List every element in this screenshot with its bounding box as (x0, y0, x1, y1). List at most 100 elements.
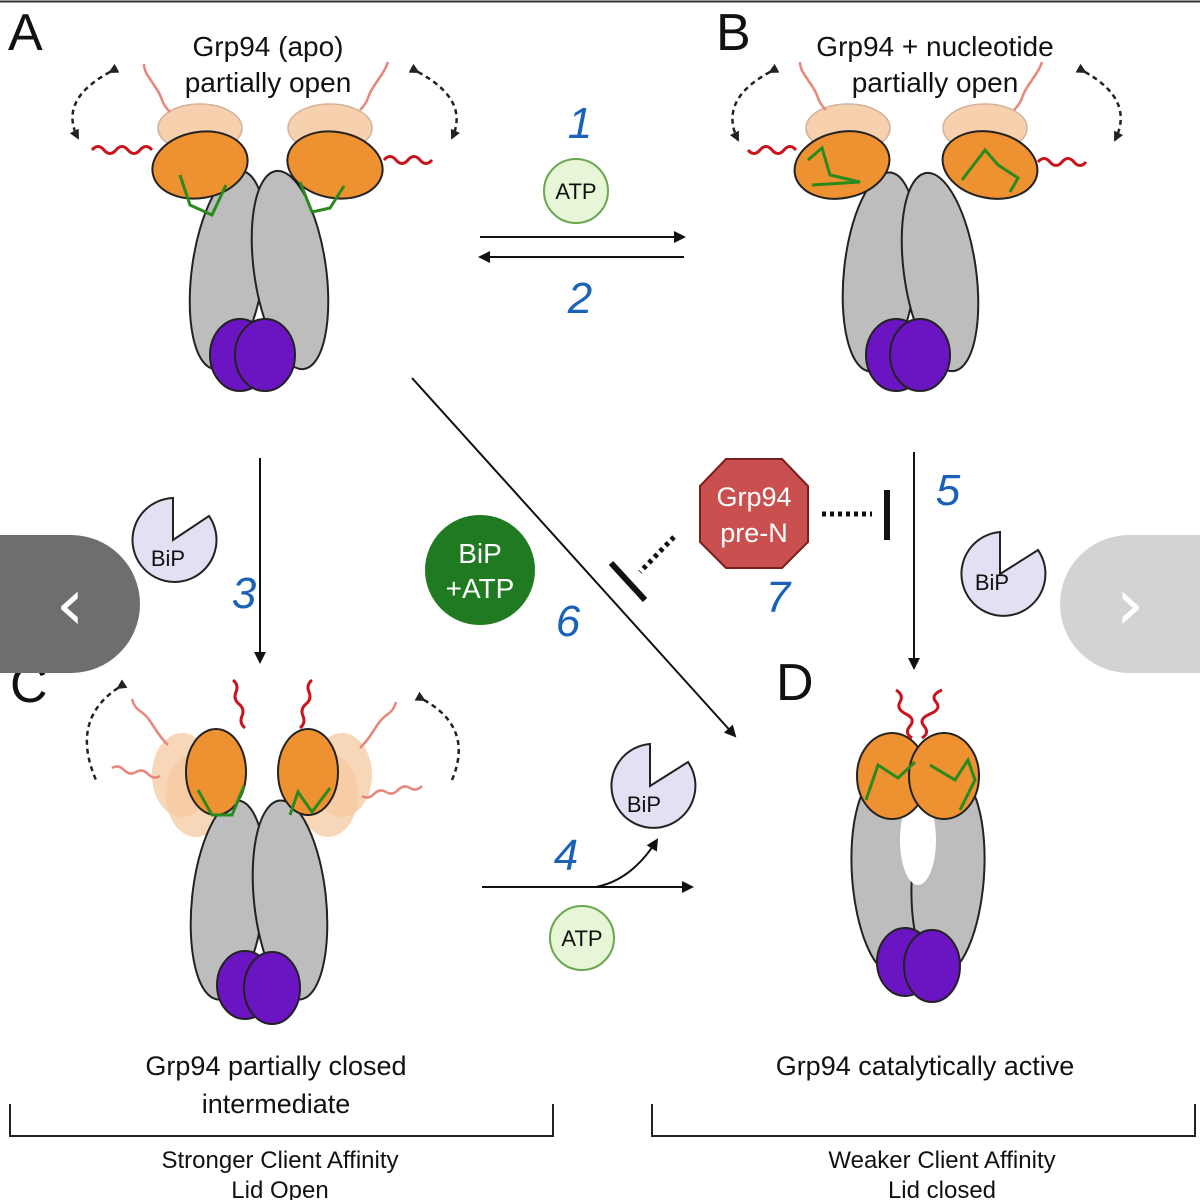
atp-circle (549, 905, 615, 971)
faded-tail (130, 698, 169, 746)
panel-b-title-line2: partially open (852, 67, 1019, 98)
caption-d-line1: Grp94 catalytically active (776, 1051, 1075, 1081)
bottom-left-caption: Grp94 partially closed intermediate Stro… (9, 1051, 554, 1200)
previous-slide-button[interactable]: ‹ (0, 535, 140, 673)
n-terminal-domain (286, 130, 384, 200)
n-terminal-domain (151, 130, 249, 200)
next-slide-button[interactable]: › (1060, 535, 1200, 673)
grp94-apo-dimer (69, 61, 460, 392)
panel-letter-b: B (716, 4, 751, 62)
panel-letter-a: A (8, 4, 43, 62)
panel-letter-d: D (776, 654, 814, 712)
bip-pacman (610, 742, 697, 829)
affinity-right: Weaker Client Affinity (828, 1147, 1055, 1174)
lid-left: Lid Open (231, 1177, 328, 1200)
pre-n-tail (895, 688, 914, 740)
grp94-closed-dimer (850, 688, 986, 1003)
lid-loop (864, 760, 917, 801)
step-2-label: 2 (567, 274, 592, 323)
step-6-label: 6 (556, 597, 581, 646)
step-6: BiP +ATP 6 (411, 377, 737, 738)
faded-tail (359, 701, 398, 749)
c-terminal-domain (903, 929, 961, 1003)
step-4-label: 4 (554, 831, 578, 880)
panel-a-title-line2: partially open (185, 67, 352, 98)
lid-loop (807, 145, 861, 187)
middle-domain (251, 799, 329, 1001)
step-4: 4 ATP BiP (482, 742, 697, 971)
step-7-inhibitor: Grp94 pre-N 7 (608, 458, 890, 622)
n-terminal-domain (908, 732, 980, 820)
faded-tail (359, 61, 390, 111)
caption-c-line2: intermediate (202, 1089, 351, 1119)
c-terminal-domain (234, 318, 296, 392)
bracket-right (651, 1104, 1196, 1137)
faded-tail (142, 63, 171, 113)
lid-loop (298, 181, 346, 214)
bip-pacman (960, 530, 1047, 617)
faded-tail (361, 785, 423, 799)
affinity-left: Stronger Client Affinity (161, 1147, 398, 1174)
bottom-right-caption: Grp94 catalytically active Weaker Client… (651, 1051, 1196, 1200)
n-terminal-domain (793, 130, 891, 200)
faded-tail (111, 765, 161, 779)
lid-right: Lid closed (888, 1177, 996, 1200)
step-6-arrow (411, 377, 737, 738)
atp-label: ATP (555, 179, 596, 204)
inhibit-bar-left (608, 560, 648, 603)
chevron-right-icon: › (1115, 562, 1145, 646)
pre-n-tail (1036, 157, 1088, 167)
c-terminal-domain (889, 318, 951, 392)
c-terminal-domain (243, 951, 301, 1025)
caption-c-line1: Grp94 partially closed (145, 1051, 406, 1081)
lid-loop (288, 787, 332, 816)
grp94-nucleotide-dimer (729, 61, 1124, 392)
step-5: 5 BiP (908, 452, 1047, 670)
stop-sign-grp94-pre-n (699, 458, 809, 569)
panel-a: A Grp94 (apo) partially open (8, 4, 460, 392)
n-terminal-domain (941, 130, 1039, 200)
n-terminal-domain (277, 728, 339, 816)
lid-loop (960, 147, 1021, 193)
panel-a-title-line1: Grp94 (apo) (193, 31, 344, 62)
faded-tail (798, 61, 827, 111)
bip-atp-circle (425, 515, 535, 625)
bip-atp-line1: BiP (458, 538, 502, 569)
lid-loop (196, 785, 246, 817)
panel-d: D (776, 654, 986, 1003)
panel-b: B Grp94 + nucleotide partially open (716, 4, 1124, 392)
step-7-label: 7 (766, 573, 792, 622)
motion-arrow-right (1075, 63, 1124, 142)
step-1-label: 1 (568, 99, 592, 148)
bip-release-arrow (595, 838, 659, 888)
bip-pacman (131, 496, 218, 583)
motion-arrow-left (85, 679, 128, 781)
pre-n-tail (231, 678, 247, 730)
step-3-label: 3 (232, 569, 257, 618)
lid-loop (929, 756, 977, 811)
bip-atp-line2: +ATP (446, 573, 515, 604)
pre-n-tail (746, 145, 798, 155)
chevron-left-icon: ‹ (55, 562, 85, 646)
motion-arrow-right (414, 691, 460, 781)
pre-n-line2: pre-N (720, 518, 788, 548)
step-3: BiP 3 (131, 458, 266, 664)
panel-c: C (10, 656, 460, 1025)
bip-label: BiP (627, 792, 661, 817)
bip-label: BiP (151, 546, 185, 571)
motion-arrow-left (729, 63, 780, 142)
atp-label: ATP (561, 926, 602, 951)
central-cavity (900, 795, 936, 885)
bracket-left (9, 1104, 554, 1137)
motion-arrow-left (69, 63, 120, 140)
inhibit-line-left (638, 535, 676, 574)
pre-n-tail (298, 678, 314, 730)
pre-n-tail (382, 155, 434, 165)
step-1-2-equilibrium: 1 ATP 2 (478, 99, 686, 323)
panel-b-title-line1: Grp94 + nucleotide (816, 31, 1053, 62)
lid-loop (178, 174, 228, 217)
pre-n-line1: Grp94 (716, 482, 791, 512)
motion-arrow-right (408, 63, 460, 140)
faded-tail (1013, 61, 1044, 111)
